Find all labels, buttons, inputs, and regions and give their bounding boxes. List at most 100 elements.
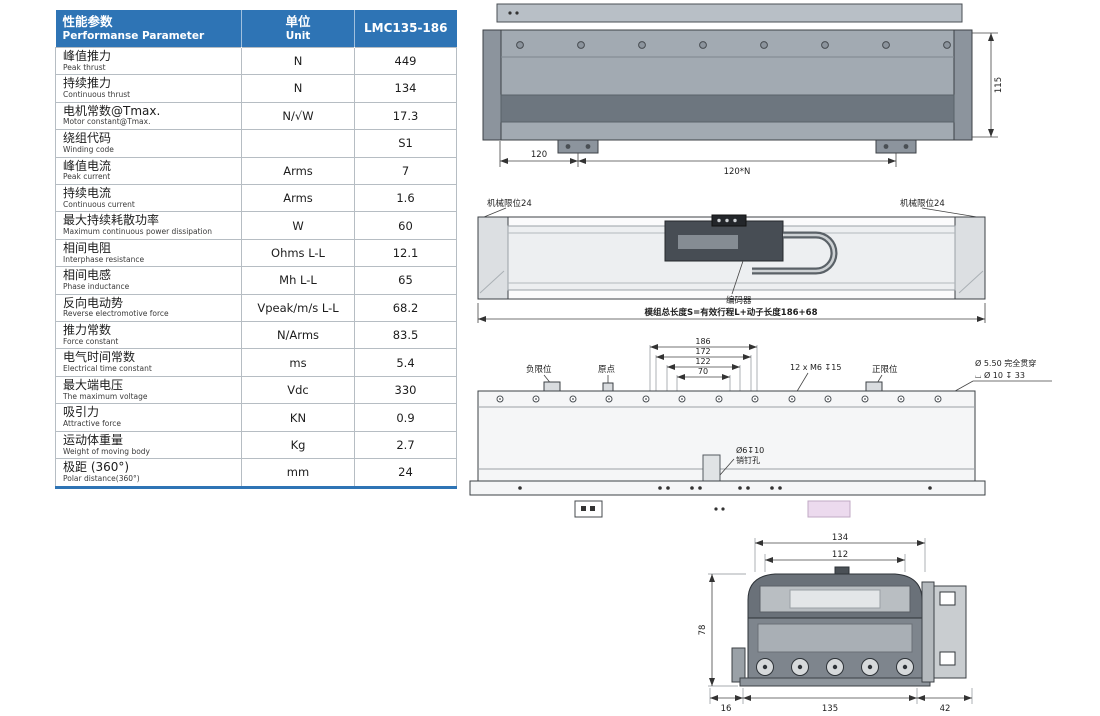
mech-limit-labels: 机械限位24 机械限位24 [483,198,978,218]
header-unit-zh: 单位 [285,14,311,29]
param-name-zh: 绕组代码 [63,131,112,146]
top-view-drawing: 机械限位24 机械限位24 [477,198,986,323]
param-name-en: Continuous current [63,199,135,209]
param-value-cell: 1.6 [354,183,457,213]
pos-limit-label: 正限位 [872,364,898,375]
param-value-cell: 24 [354,458,457,488]
performance-table-section: 性能参数 Performanse Parameter 单位 Unit LMC13… [55,10,457,489]
tapped-hole-row [496,395,942,403]
mount-body-outline [477,390,976,482]
param-unit-cell: KN [241,403,355,432]
param-unit-cell: Arms [241,183,355,213]
param-name-en: Interphase resistance [63,254,145,264]
param-unit-cell: Ohms L-L [241,238,355,268]
accessory-block [807,500,851,518]
pin-hole-label-line2: 销钉孔 [736,455,760,465]
param-unit-cell: Mh L-L [241,266,355,295]
stator-cross-section [731,617,931,687]
param-name-zh: 持续推力 [63,76,112,91]
side-attachment [921,581,967,683]
mounting-dimension-stack: 186 172 122 70 [649,337,758,391]
side-dark-band [500,94,955,123]
param-name-zh: 相间电感 [63,268,112,283]
dim-122-label: 122 [695,357,710,366]
param-name-en: Weight of moving body [63,446,150,456]
param-unit-cell: N [241,46,355,76]
param-name-en: Peak current [63,172,111,182]
dim-135-label: 135 [822,704,838,714]
parameter-table: 性能参数 Performanse Parameter 单位 Unit LMC13… [55,10,457,489]
param-name-en: Maximum continuous power dissipation [63,227,213,237]
base-strip [469,480,986,496]
dim-186-label: 186 [695,337,710,346]
end-view-dimension-left: 78 [698,573,746,687]
base-plate [739,677,931,687]
top-left-block [477,216,509,300]
param-name-en: Peak thrust [63,62,106,72]
dim-172-label: 172 [695,347,710,356]
module-mount-body [477,381,976,482]
dim-115-label: 115 [994,77,1004,93]
module-top-body [477,214,986,300]
param-unit-cell: Vdc [241,375,355,405]
neg-limit-label: 负限位 [526,364,552,375]
param-unit-cell: N [241,74,355,103]
side-view-dimensions: 115 120 120*N [499,32,1004,177]
accessory-items [574,500,851,518]
accessory-connector [574,500,603,518]
end-view-drawing: 134 112 [698,533,973,714]
neg-limit-switch [543,381,561,392]
dim-120n-label: 120*N [724,167,751,177]
param-value-cell: S1 [354,129,457,158]
param-name-zh: 反向电动势 [63,295,124,310]
param-name-en: Continuous thrust [63,90,131,100]
table-header: 性能参数 Performanse Parameter 单位 Unit LMC13… [55,10,457,48]
side-body-outline [482,29,973,141]
param-value-cell: 65 [354,266,457,295]
param-value-cell: 449 [354,46,457,76]
param-name-zh: 运动体重量 [63,432,124,447]
total-length-dimension: 模组总长度S=有效行程L+动子长度186+68 [477,303,986,323]
pos-limit-switch [865,381,883,392]
param-unit-cell: mm [241,458,355,488]
left-foot [731,647,746,683]
param-unit-cell: N/Arms [241,321,355,350]
side-left-cap [482,29,502,141]
param-value-cell: 330 [354,375,457,405]
dim-112-label: 112 [832,550,848,560]
mech-limit-right-label: 机械限位24 [900,198,945,209]
param-name-en: Electrical time constant [63,364,152,374]
origin-label: 原点 [598,365,616,375]
dim-120-label: 120 [531,150,547,160]
pin-hole-label-line1: Ø6↧10 [736,445,764,455]
param-name-zh: 峰值推力 [63,48,112,63]
dim-134-label: 134 [832,533,848,543]
motor-side-body [482,29,973,154]
screw-holes [516,41,951,49]
mech-limit-left-label: 机械限位24 [487,198,532,209]
top-strip [496,3,963,23]
param-name-zh: 最大持续耗散功率 [63,213,160,228]
header-model: LMC135-186 [354,10,457,48]
header-unit: 单位 Unit [241,10,355,48]
component-labels: 负限位 原点 12 x M6 ↧15 正限位 Ø 5.50 完全贯穿 ⌴ Ø 1… [526,358,1052,396]
param-unit-cell: ms [241,348,355,377]
param-name-en: Reverse electromotive force [63,309,169,319]
param-name-zh: 电气时间常数 [63,350,136,365]
dim-70-label: 70 [698,367,708,376]
